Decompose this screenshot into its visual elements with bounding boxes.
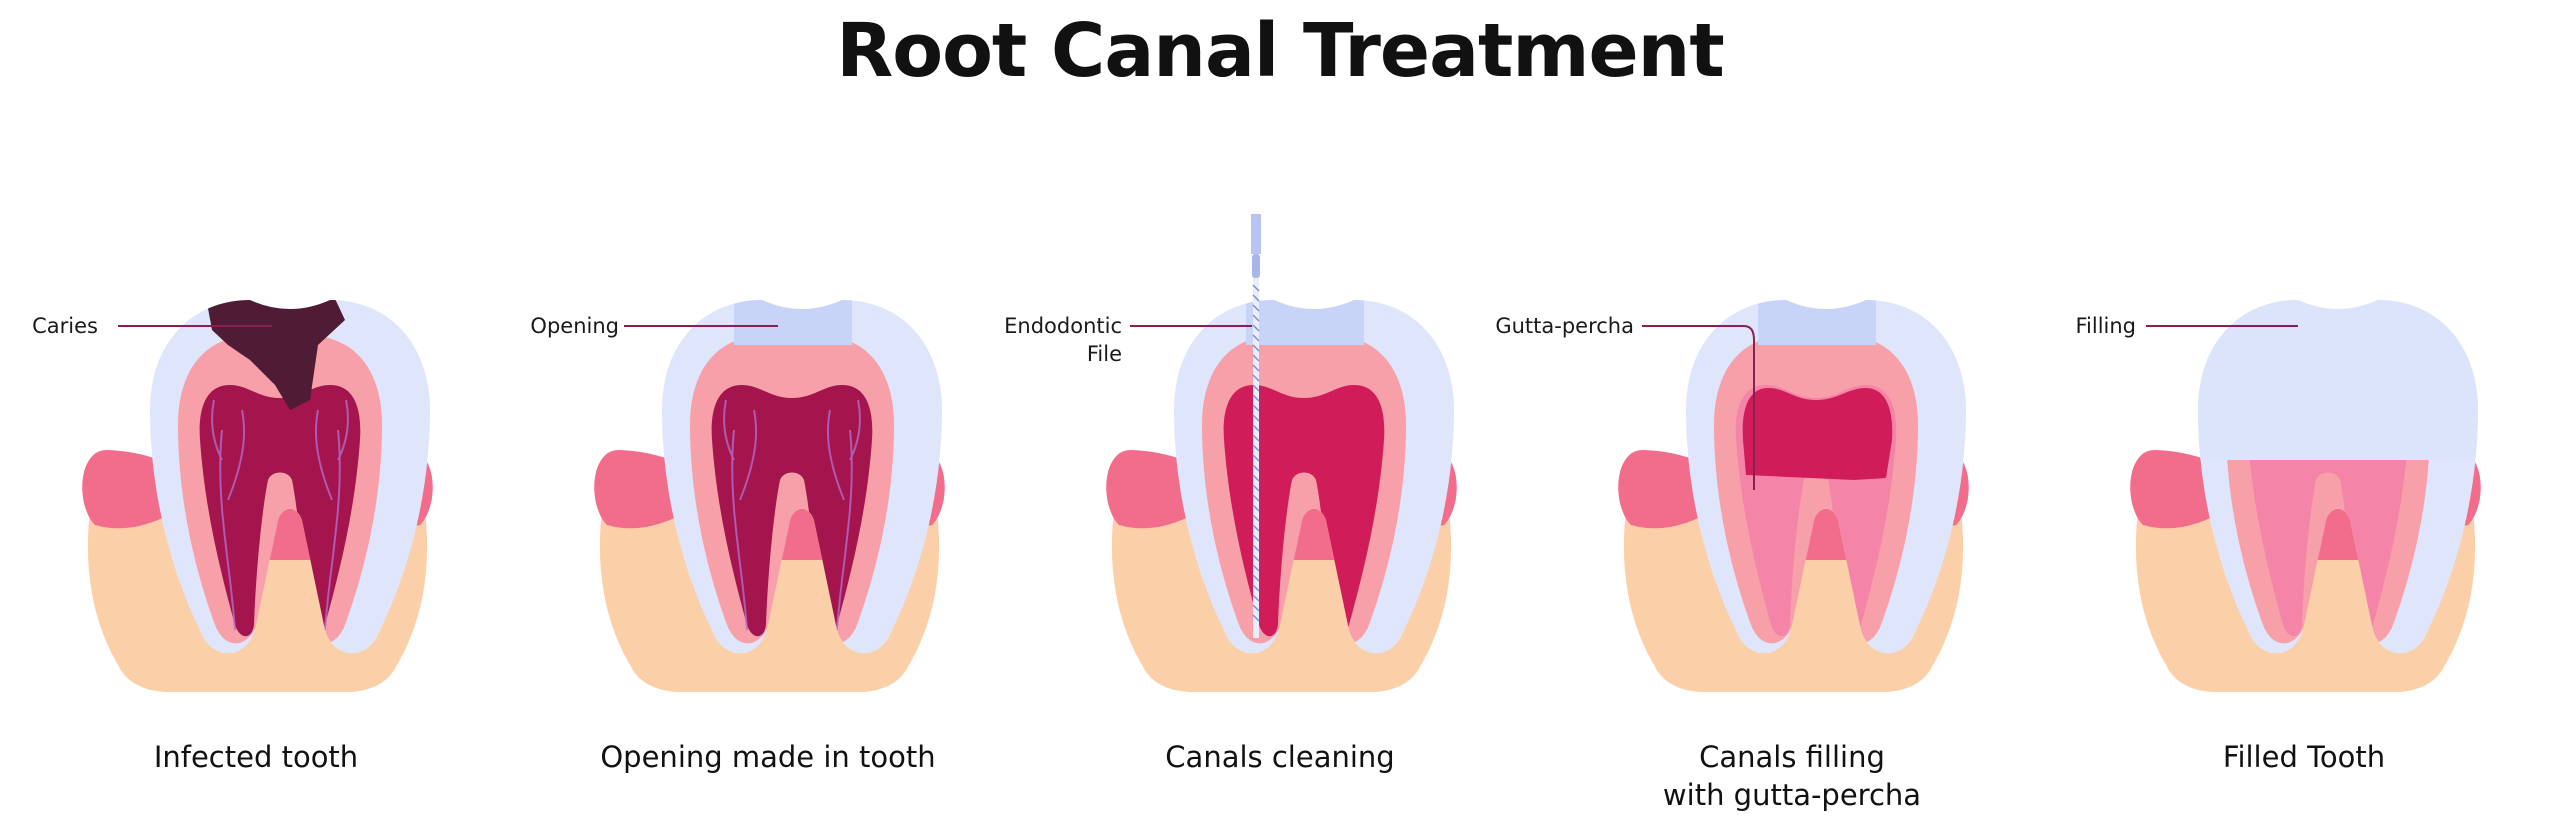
access-opening [1758,300,1876,345]
step-filled-tooth: Filling Filled Tooth [2048,0,2560,837]
tooth-illustration [1618,300,1969,692]
step-infected-tooth: Caries Infected tooth [0,0,512,837]
tooth-illustration [82,300,433,692]
caries [205,300,345,410]
nerve-vessels [723,399,861,631]
filling [2198,300,2478,460]
step-caption: Opening made in tooth [600,740,936,774]
tooth-illustration [1106,214,1457,692]
tooth-illustration [594,300,945,692]
pointer-label: Gutta-percha [1495,314,1634,338]
gutta-percha-mass [1742,388,1893,480]
step-canals-filling: Gutta-percha Canals filling with gutta-p… [1495,0,2048,837]
pulp [199,385,361,637]
access-opening [1246,300,1364,345]
tooth-illustration [2130,300,2481,692]
pointer-line [1642,325,1755,490]
pointer-label: Endodontic File [1004,314,1122,366]
pointer-label: Caries [32,314,98,338]
access-opening [734,300,852,345]
endodontic-file [1251,214,1261,638]
step-caption: Filled Tooth [2222,740,2386,774]
cleaned-pulp-chamber [1223,385,1385,637]
pointer-label: Opening [530,314,619,338]
step-caption: Infected tooth [153,740,359,774]
nerve-vessels [211,399,349,631]
step-caption: Canals filling with gutta-percha [1662,740,1922,812]
page-title: Root Canal Treatment [836,8,1724,94]
pulp [711,385,873,637]
step-canals-cleaning: Endodontic File Canals cleaning [1004,0,1536,837]
step-opening-made: Opening Opening made in tooth [512,0,1024,837]
pointer-label: Filling [2075,314,2136,338]
step-caption: Canals cleaning [1165,740,1395,774]
